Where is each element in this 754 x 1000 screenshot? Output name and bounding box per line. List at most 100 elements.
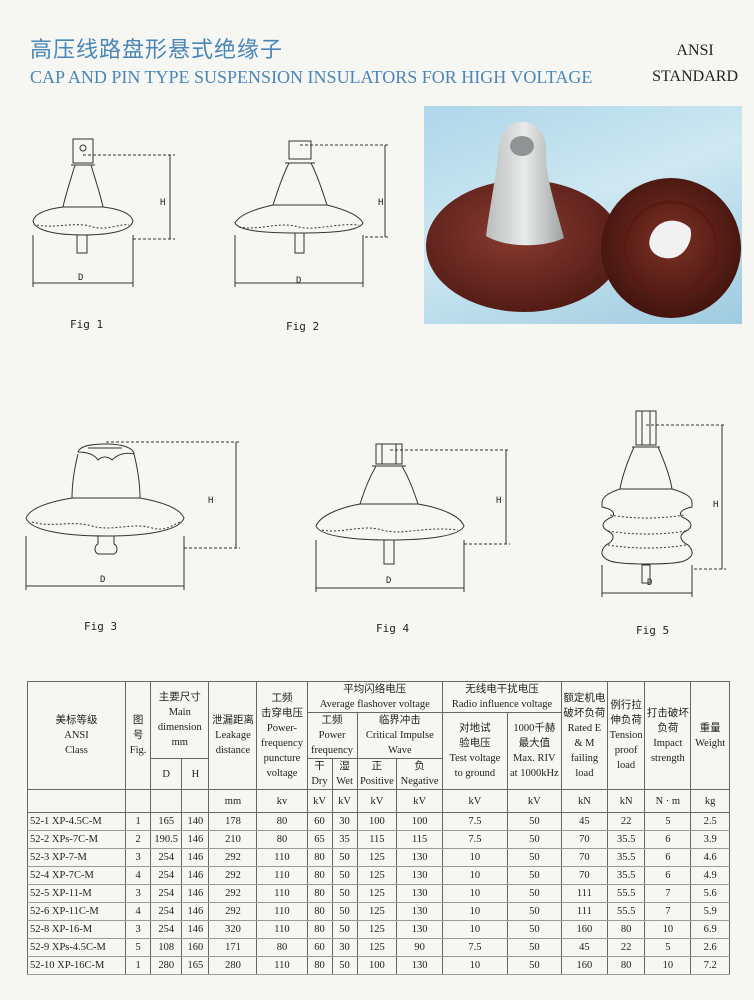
fig2-dim-h: H — [378, 198, 384, 208]
fig1-dim-d: D — [78, 273, 84, 283]
value-cell: 50 — [331, 884, 358, 903]
header-d: D — [150, 758, 183, 790]
value-cell: 10 — [442, 920, 508, 939]
value-cell: 50 — [506, 884, 562, 903]
fig5-dim-h: H — [713, 500, 719, 510]
value-cell: 80 — [306, 902, 333, 921]
value-cell: 125 — [356, 920, 398, 939]
value-cell: 4 — [125, 866, 152, 885]
class-cell: 52-5 XP-11-M — [26, 884, 127, 903]
value-cell: 5 — [644, 938, 692, 957]
value-cell: 146 — [181, 866, 210, 885]
value-cell: 35 — [331, 830, 358, 849]
value-cell: 10 — [442, 902, 508, 921]
value-cell: 80 — [306, 884, 333, 903]
value-cell: 50 — [506, 848, 562, 867]
value-cell: 125 — [356, 848, 398, 867]
value-cell: 70 — [560, 848, 608, 867]
fig5-label: Fig 5 — [636, 624, 670, 637]
value-cell: 254 — [150, 884, 183, 903]
value-cell: 254 — [150, 920, 183, 939]
value-cell: 3 — [125, 920, 152, 939]
fig2-drawing — [234, 140, 390, 287]
class-cell: 52-2 XPs-7C-M — [26, 830, 127, 849]
value-cell: 7 — [644, 884, 692, 903]
value-cell: 1 — [125, 956, 152, 975]
value-cell: 146 — [181, 902, 210, 921]
value-cell: 7.2 — [690, 956, 730, 975]
value-cell: 254 — [150, 848, 183, 867]
value-cell: 254 — [150, 902, 183, 921]
value-cell: 6 — [644, 848, 692, 867]
class-cell: 52-3 XP-7-M — [26, 848, 127, 867]
value-cell: 115 — [356, 830, 398, 849]
standard-line2: STANDARD — [652, 68, 738, 85]
value-cell: 50 — [331, 902, 358, 921]
value-cell: 50 — [506, 956, 562, 975]
value-cell: 130 — [396, 884, 444, 903]
value-cell: 80 — [306, 920, 333, 939]
class-cell: 52-4 XP-7C-M — [26, 866, 127, 885]
value-cell: 160 — [560, 920, 608, 939]
value-cell: 90 — [396, 938, 444, 957]
fig1-dim-h: H — [160, 198, 166, 208]
value-cell: 50 — [506, 902, 562, 921]
value-cell: 3 — [125, 884, 152, 903]
value-cell: 125 — [356, 866, 398, 885]
value-cell: 125 — [356, 902, 398, 921]
fig1-label: Fig 1 — [70, 318, 104, 331]
standard-line1: ANSI — [676, 42, 714, 59]
value-cell: 160 — [181, 938, 210, 957]
value-cell: 4 — [125, 902, 152, 921]
title-en: CAP AND PIN TYPE SUSPENSION INSULATORS F… — [30, 67, 593, 87]
fig2-dim-d: D — [296, 276, 302, 286]
fig1-drawing — [32, 138, 175, 287]
value-cell: 210 — [208, 830, 258, 849]
value-cell: 115 — [396, 830, 444, 849]
value-cell: 4.9 — [690, 866, 730, 885]
value-cell: 190.5 — [150, 830, 183, 849]
value-cell: 320 — [208, 920, 258, 939]
value-cell: 45 — [560, 812, 608, 831]
value-cell: 30 — [331, 812, 358, 831]
value-cell: 80 — [606, 920, 646, 939]
value-cell: 10 — [442, 956, 508, 975]
value-cell: 10 — [442, 884, 508, 903]
value-cell: 110 — [256, 884, 308, 903]
value-cell: 50 — [331, 848, 358, 867]
value-cell: 100 — [356, 812, 398, 831]
value-cell: 5.6 — [690, 884, 730, 903]
value-cell: 50 — [506, 920, 562, 939]
value-cell: 80 — [256, 830, 308, 849]
value-cell: 80 — [256, 812, 308, 831]
value-cell: 2.6 — [690, 938, 730, 957]
value-cell: 130 — [396, 866, 444, 885]
value-cell: 6 — [644, 830, 692, 849]
value-cell: 146 — [181, 848, 210, 867]
value-cell: 160 — [560, 956, 608, 975]
value-cell: 80 — [606, 956, 646, 975]
value-cell: 22 — [606, 812, 646, 831]
value-cell: 55.5 — [606, 884, 646, 903]
fig3-dim-d: D — [100, 575, 106, 585]
class-cell: 52-6 XP-11C-M — [26, 902, 127, 921]
fig4-dim-d: D — [386, 576, 392, 586]
value-cell: 3 — [125, 848, 152, 867]
value-cell: 110 — [256, 920, 308, 939]
fig2-label: Fig 2 — [286, 320, 320, 333]
value-cell: 111 — [560, 884, 608, 903]
